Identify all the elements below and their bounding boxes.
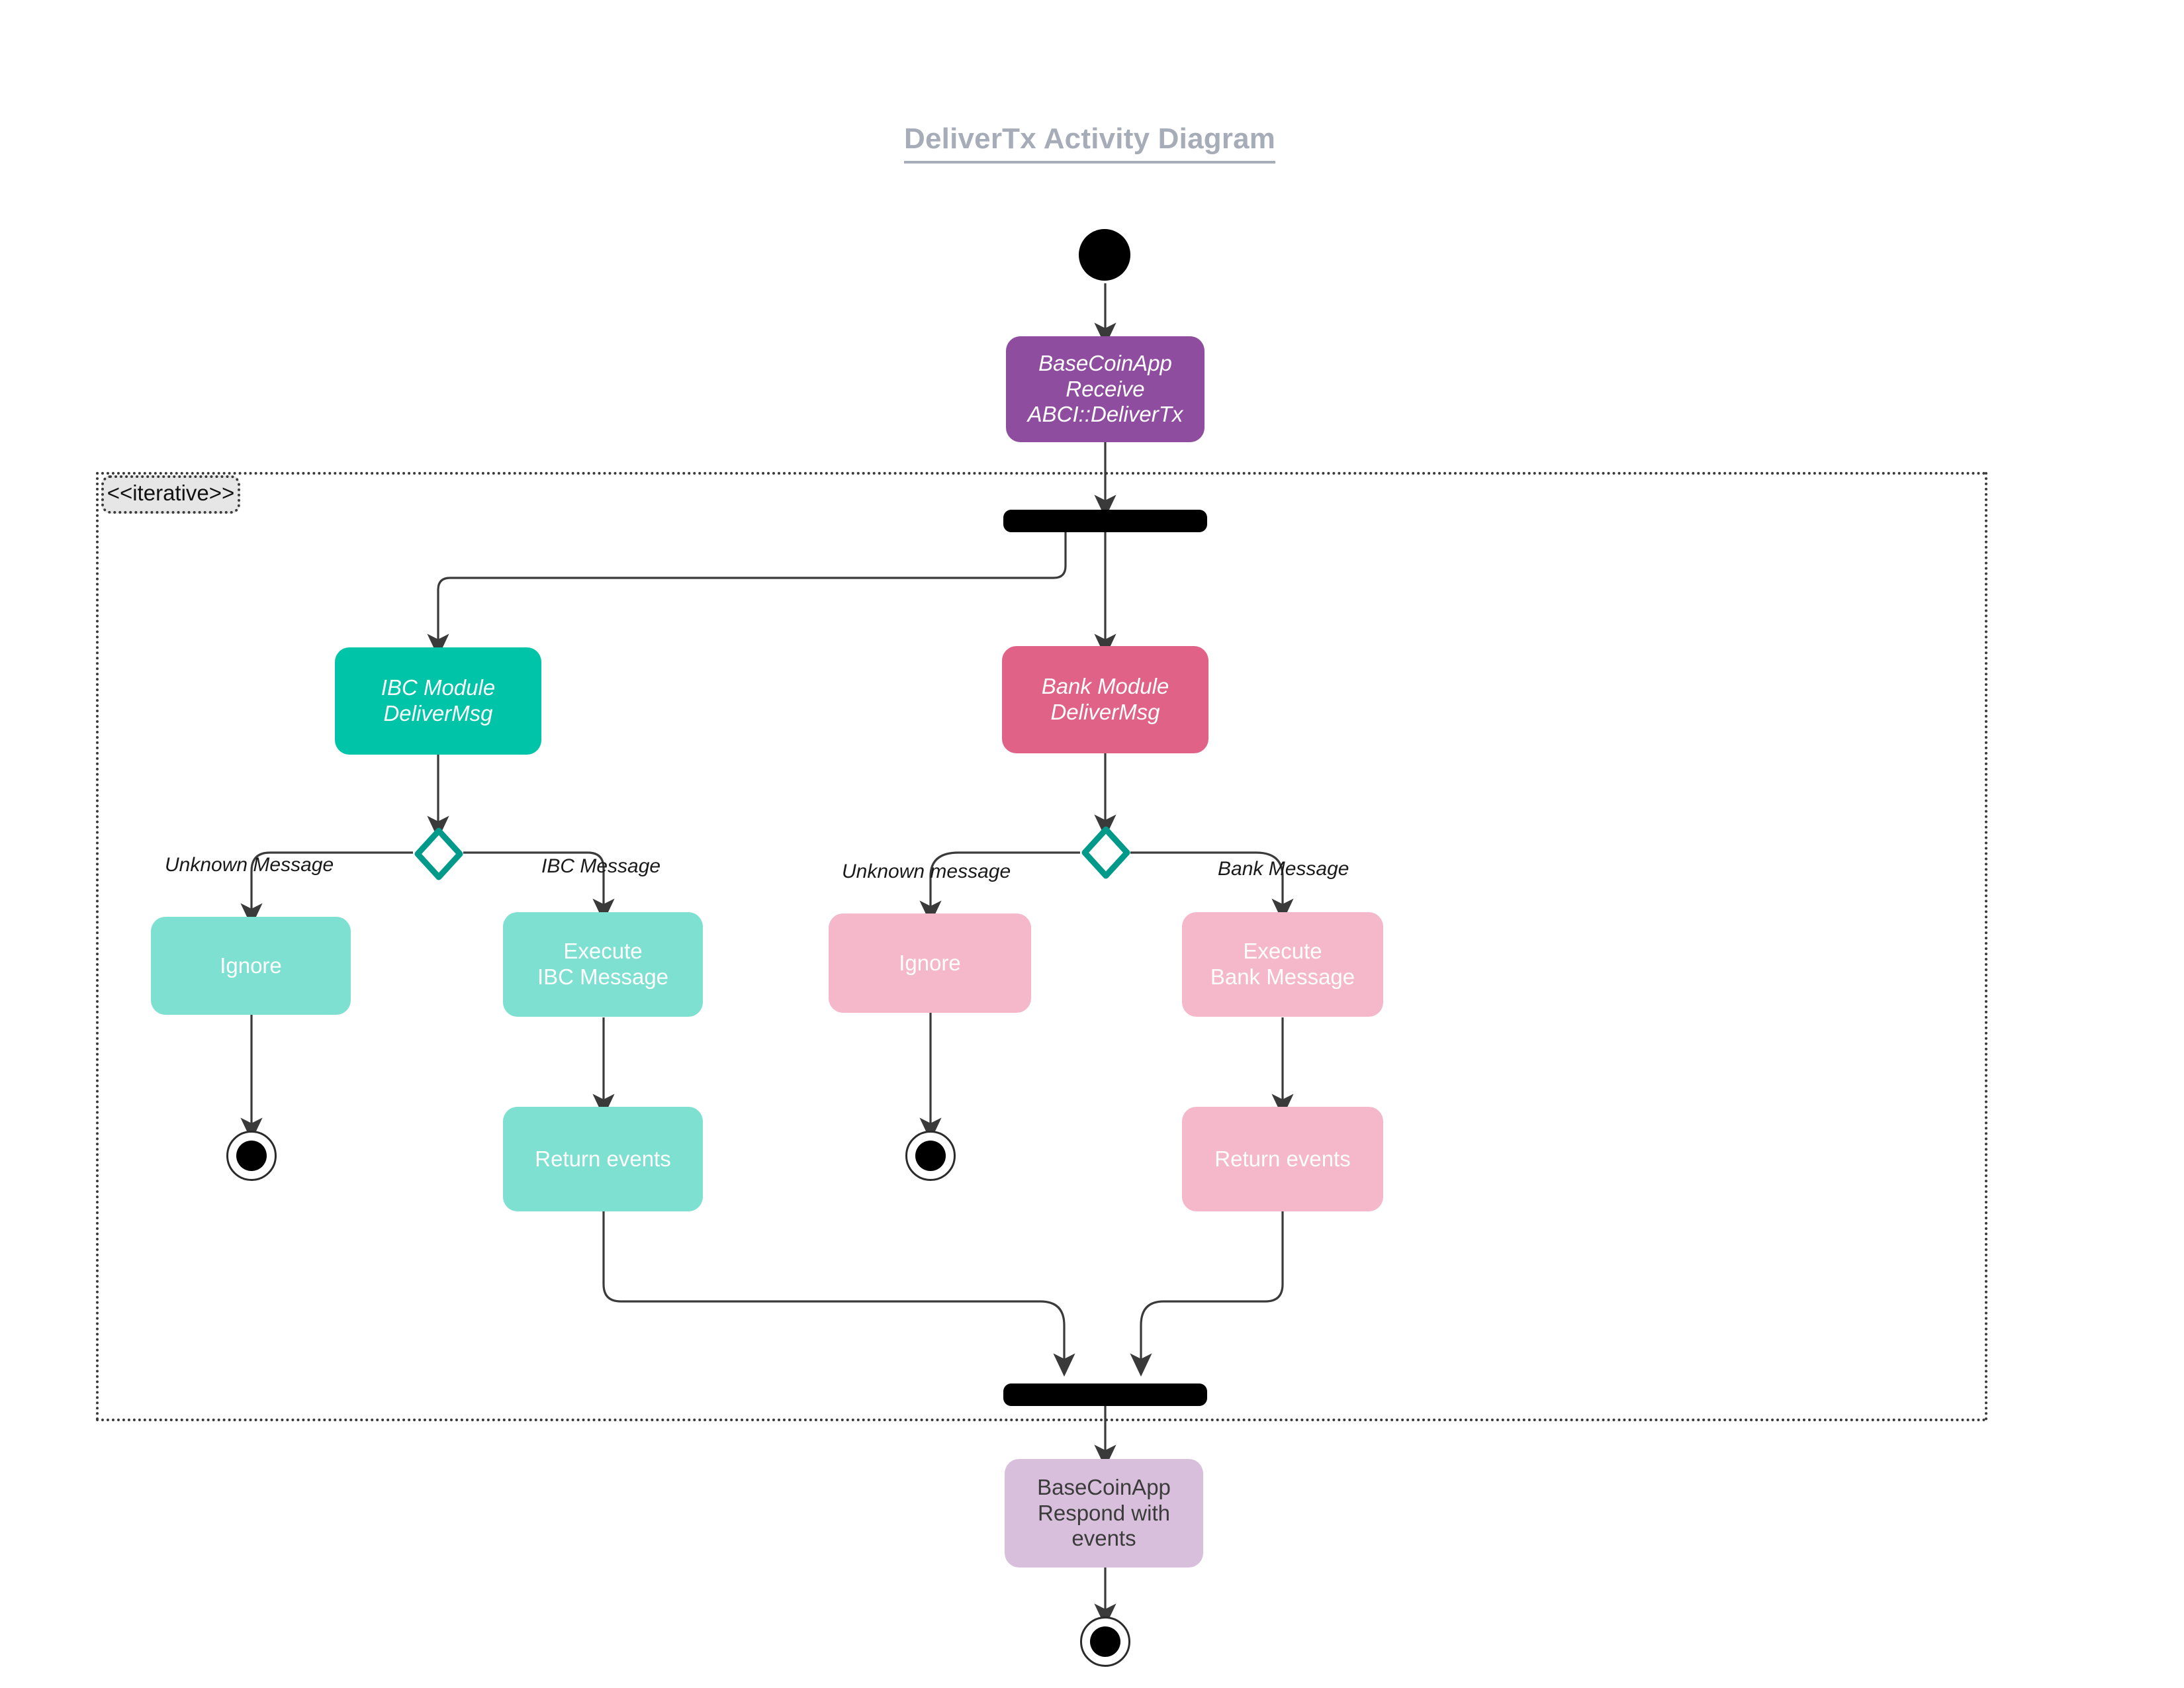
bank-decision-diamond[interactable] — [1081, 826, 1130, 879]
activity-ibc-module-delivermsg[interactable]: IBC Module DeliverMsg — [335, 647, 541, 755]
join-bar — [1003, 1383, 1207, 1406]
page-title: DeliverTx Activity Diagram — [904, 122, 1276, 164]
iterative-frame-label: <<iterative>> — [101, 475, 240, 514]
ibc-final-node-core — [236, 1141, 267, 1171]
activity-ibc-return-events[interactable]: Return events — [503, 1107, 703, 1211]
activity-basecoinapp-respond[interactable]: BaseCoinApp Respond with events — [1005, 1459, 1203, 1568]
final-node — [1080, 1617, 1130, 1667]
ibc-final-node — [226, 1131, 277, 1181]
fork-bar — [1003, 510, 1207, 532]
edge-label-bank-unknown-message: Unknown message — [842, 861, 1011, 882]
bank-final-node-core — [915, 1141, 946, 1171]
activity-bank-return-events[interactable]: Return events — [1182, 1107, 1383, 1211]
start-node — [1079, 229, 1130, 281]
final-node-core — [1090, 1626, 1120, 1657]
activity-execute-bank-message[interactable]: Execute Bank Message — [1182, 912, 1383, 1017]
activity-bank-module-delivermsg[interactable]: Bank Module DeliverMsg — [1002, 646, 1208, 753]
edge-label-ibc-message: IBC Message — [541, 855, 661, 877]
bank-final-node — [905, 1131, 956, 1181]
edge-label-ibc-unknown-message: Unknown Message — [165, 854, 334, 876]
activity-bank-ignore[interactable]: Ignore — [829, 914, 1031, 1013]
ibc-decision-diamond[interactable] — [414, 827, 463, 880]
activity-basecoinapp-receive[interactable]: BaseCoinApp Receive ABCI::DeliverTx — [1006, 336, 1205, 442]
activity-execute-ibc-message[interactable]: Execute IBC Message — [503, 912, 703, 1017]
activity-ibc-ignore[interactable]: Ignore — [151, 917, 351, 1015]
edge-label-bank-message: Bank Message — [1218, 858, 1349, 880]
iterative-frame — [96, 472, 1987, 1421]
